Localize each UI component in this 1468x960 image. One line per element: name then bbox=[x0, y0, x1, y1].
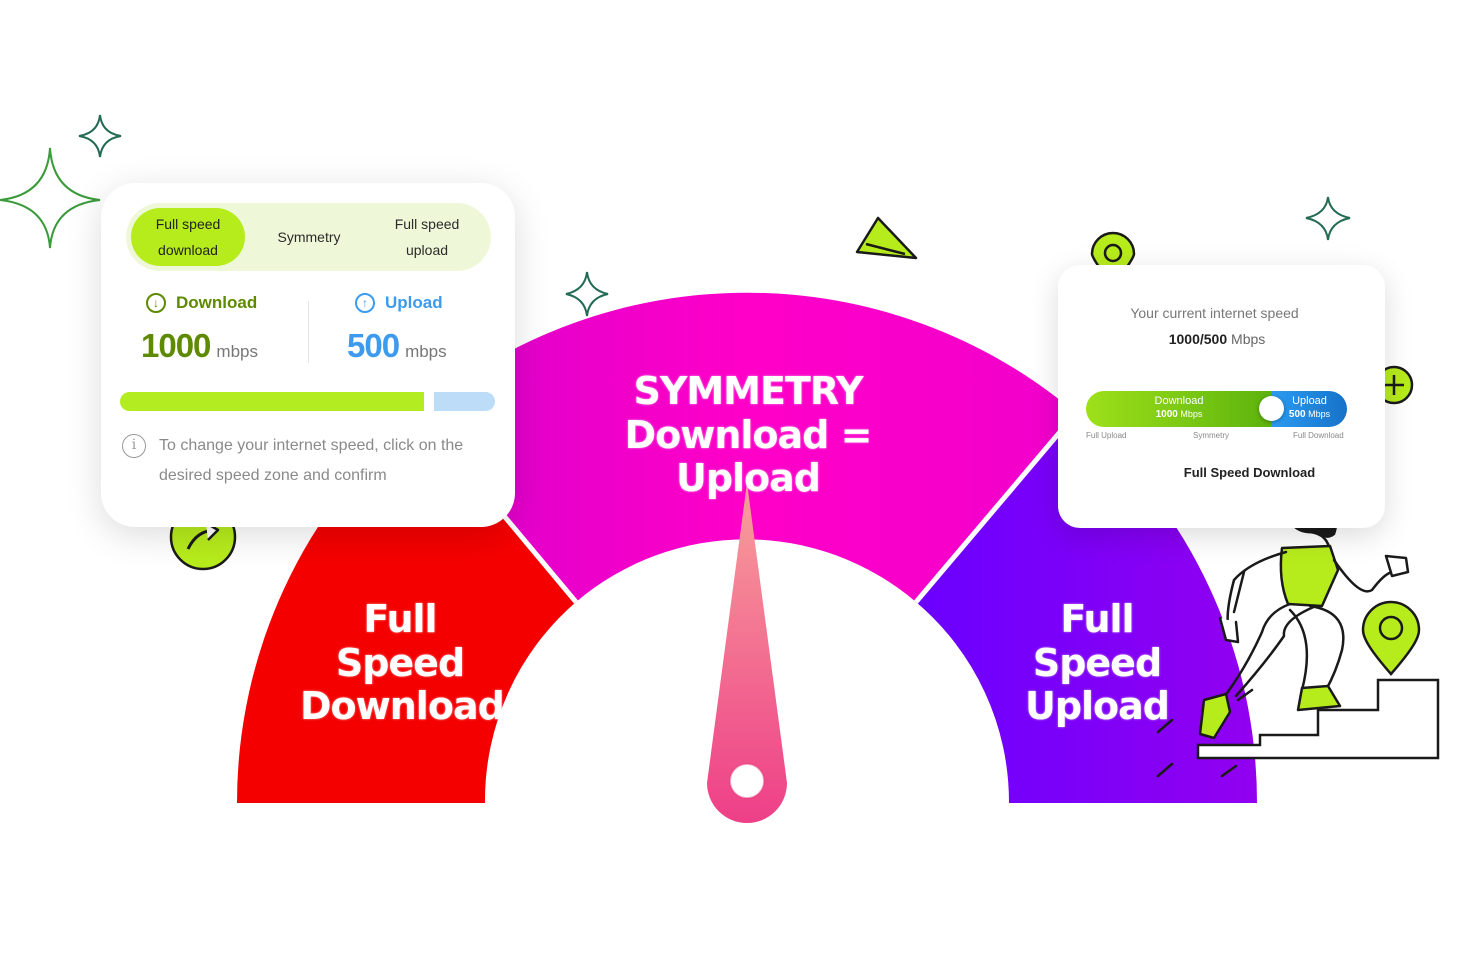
slider-upload-unit: Mbps bbox=[1308, 409, 1331, 419]
slider-tick-symmetry: Symmetry bbox=[1193, 431, 1229, 440]
slider-download-label: Download bbox=[1154, 395, 1204, 407]
download-share-bar bbox=[120, 392, 424, 411]
gauge-label-line2: Download = Upload bbox=[624, 412, 873, 501]
download-value: 1000 mbps bbox=[141, 327, 258, 365]
gauge-label-line1: Full Speed bbox=[335, 597, 465, 685]
gauge-label-line2: Upload bbox=[1024, 684, 1170, 729]
location-pin-icon bbox=[1361, 600, 1421, 676]
selected-mode-label: Full Speed Download bbox=[1183, 465, 1316, 480]
current-speed-value: 1000/500 bbox=[1168, 331, 1228, 347]
gauge-zone-full-speed-upload[interactable] bbox=[916, 413, 1258, 803]
slider-upload-label: Upload bbox=[1292, 395, 1327, 407]
info-icon: i bbox=[122, 434, 146, 458]
slider-tick-full-download: Full Download bbox=[1293, 431, 1344, 440]
download-heading: ↓ Download bbox=[146, 293, 257, 313]
speed-selector-card: Full speed download Symmetry Full speed … bbox=[101, 183, 515, 527]
info-text: To change your internet speed, click on … bbox=[159, 437, 464, 484]
gauge-label-symmetry: SYMMETRY Download = Upload bbox=[568, 369, 928, 501]
gauge-needle bbox=[707, 483, 787, 823]
slider-upload-value: 500 bbox=[1288, 409, 1306, 420]
gauge-label-full-speed-upload: Full Speed Upload bbox=[997, 597, 1197, 729]
tab-symmetry[interactable]: Symmetry bbox=[254, 203, 364, 271]
tab-label-line2: download bbox=[158, 242, 218, 258]
upload-label: Upload bbox=[385, 293, 443, 312]
slider-download-amount: 1000 Mbps bbox=[1086, 409, 1272, 420]
download-number: 1000 bbox=[141, 327, 211, 364]
gauge-label-line2: Download bbox=[300, 684, 505, 729]
tab-label-line1: Symmetry bbox=[277, 229, 341, 245]
arrow-down-icon: ↓ bbox=[146, 293, 166, 313]
speed-slider-handle[interactable] bbox=[1259, 396, 1284, 421]
current-speed-unit: Mbps bbox=[1231, 331, 1266, 347]
upload-number: 500 bbox=[347, 327, 400, 364]
tab-label-line2: upload bbox=[405, 242, 449, 258]
tab-label-line1: Full speed bbox=[155, 216, 221, 232]
download-unit: mbps bbox=[216, 342, 258, 361]
upload-unit: mbps bbox=[405, 342, 447, 361]
current-speed-title: Your current internet speed bbox=[1130, 305, 1299, 321]
arrow-up-icon: ↑ bbox=[355, 293, 375, 313]
current-speed-card: Your current internet speed 1000/500 Mbp… bbox=[1058, 265, 1385, 528]
location-pin-icon bbox=[1090, 231, 1136, 287]
sparkle-icon bbox=[78, 114, 1351, 317]
gauge-label-line1: Full Speed bbox=[1032, 597, 1162, 685]
tab-full-speed-download[interactable]: Full speed download bbox=[131, 208, 245, 266]
upload-share-bar bbox=[434, 392, 495, 411]
metrics-divider bbox=[308, 301, 309, 363]
slider-download-segment[interactable]: Download 1000 Mbps bbox=[1086, 391, 1272, 427]
sparkle-icon bbox=[0, 147, 101, 249]
speed-mode-tabs: Full speed download Symmetry Full speed … bbox=[126, 203, 491, 271]
slider-upload-segment[interactable]: Upload 500 Mbps bbox=[1272, 391, 1347, 427]
stairs-illustration bbox=[1196, 678, 1440, 760]
slider-download-unit: Mbps bbox=[1180, 409, 1203, 419]
slider-upload-amount: 500 Mbps bbox=[1272, 409, 1347, 420]
gauge-zone-symmetry[interactable] bbox=[418, 292, 1076, 602]
tab-full-speed-upload[interactable]: Full speed upload bbox=[371, 203, 483, 271]
gauge-label-line1: SYMMETRY bbox=[633, 369, 863, 413]
gauge-label-full-speed-download: Full Speed Download bbox=[300, 597, 505, 729]
paper-plane-icon bbox=[855, 216, 918, 260]
upload-heading: ↑ Upload bbox=[355, 293, 443, 313]
current-speed-readout: 1000/500 Mbps bbox=[1058, 331, 1376, 347]
upload-value: 500 mbps bbox=[347, 327, 447, 365]
tab-label-line1: Full speed bbox=[394, 216, 460, 232]
download-label: Download bbox=[176, 293, 258, 312]
slider-download-value: 1000 bbox=[1155, 409, 1178, 420]
slider-tick-full-upload: Full Upload bbox=[1086, 431, 1127, 440]
